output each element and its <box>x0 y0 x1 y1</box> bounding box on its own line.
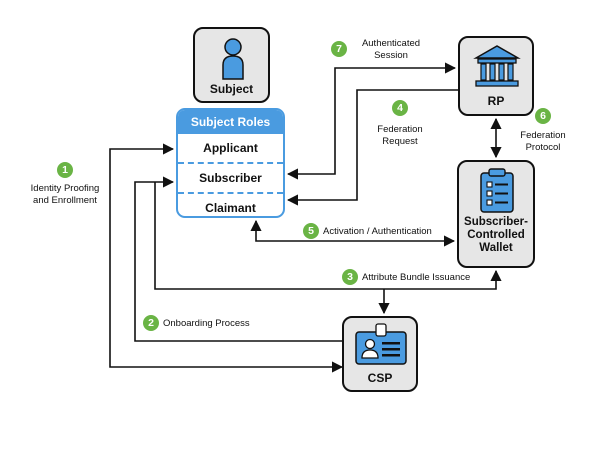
step-6-label: Federation Protocol <box>505 130 581 154</box>
step-7-label: Authenticated Session <box>352 38 430 62</box>
csp-label: CSP <box>367 371 393 385</box>
step-7-badge: 7 <box>331 41 347 57</box>
rp-label: RP <box>487 94 505 108</box>
bank-building-icon <box>473 45 521 87</box>
step-4-badge: 4 <box>392 100 408 116</box>
subject-node: Subject <box>193 27 270 103</box>
step-7-label-line-2: Session <box>374 50 408 61</box>
wallet-label-line-3: Wallet <box>479 242 513 254</box>
wallet-label: Subscriber- Controlled Wallet <box>459 216 533 255</box>
id-badge-icon <box>355 323 407 365</box>
role-claimant: Claimant <box>178 192 283 216</box>
clipboard-checklist-icon <box>480 168 514 213</box>
step-6-label-line-2: Protocol <box>525 142 561 153</box>
step-1-label-line-2: and Enrollment <box>33 195 97 206</box>
step-5-badge: 5 <box>303 223 319 239</box>
step-1-badge: 1 <box>57 162 73 178</box>
flow-7-line <box>286 62 457 180</box>
role-applicant: Applicant <box>203 141 258 155</box>
step-1-label: Identity Proofing and Enrollment <box>22 183 108 207</box>
step-2-label: Onboarding Process <box>163 318 250 329</box>
step-1-label-line-1: Identity Proofing <box>30 183 100 194</box>
step-7-label-line-1: Authenticated <box>361 38 421 49</box>
rp-node: RP <box>458 36 534 116</box>
wallet-label-line-2: Controlled <box>467 229 525 241</box>
step-6-label-line-1: Federation <box>520 130 566 141</box>
flow-3-line <box>154 182 502 290</box>
step-4-label: Federation Request <box>363 124 437 148</box>
step-4-label-line-1: Federation <box>377 124 423 135</box>
wallet-node: Subscriber- Controlled Wallet <box>457 160 535 268</box>
step-6-badge: 6 <box>535 108 551 124</box>
flow-2-line <box>134 176 342 342</box>
flow-5-line <box>250 219 456 247</box>
csp-node: CSP <box>342 316 418 392</box>
subject-roles-title: Subject Roles <box>178 110 283 134</box>
flow-1-line <box>109 143 344 373</box>
subject-label: Subject <box>209 82 254 96</box>
step-3-badge: 3 <box>342 269 358 285</box>
step-2-badge: 2 <box>143 315 159 331</box>
subject-roles-panel: Subject Roles Applicant Subscriber Claim… <box>176 108 285 218</box>
step-3-label: Attribute Bundle Issuance <box>362 272 471 283</box>
step-4-label-line-2: Request <box>382 136 418 147</box>
wallet-label-line-1: Subscriber- <box>464 216 528 228</box>
role-subscriber: Subscriber <box>178 162 283 192</box>
step-5-label: Activation / Authentication <box>323 226 432 237</box>
person-icon <box>222 38 244 80</box>
